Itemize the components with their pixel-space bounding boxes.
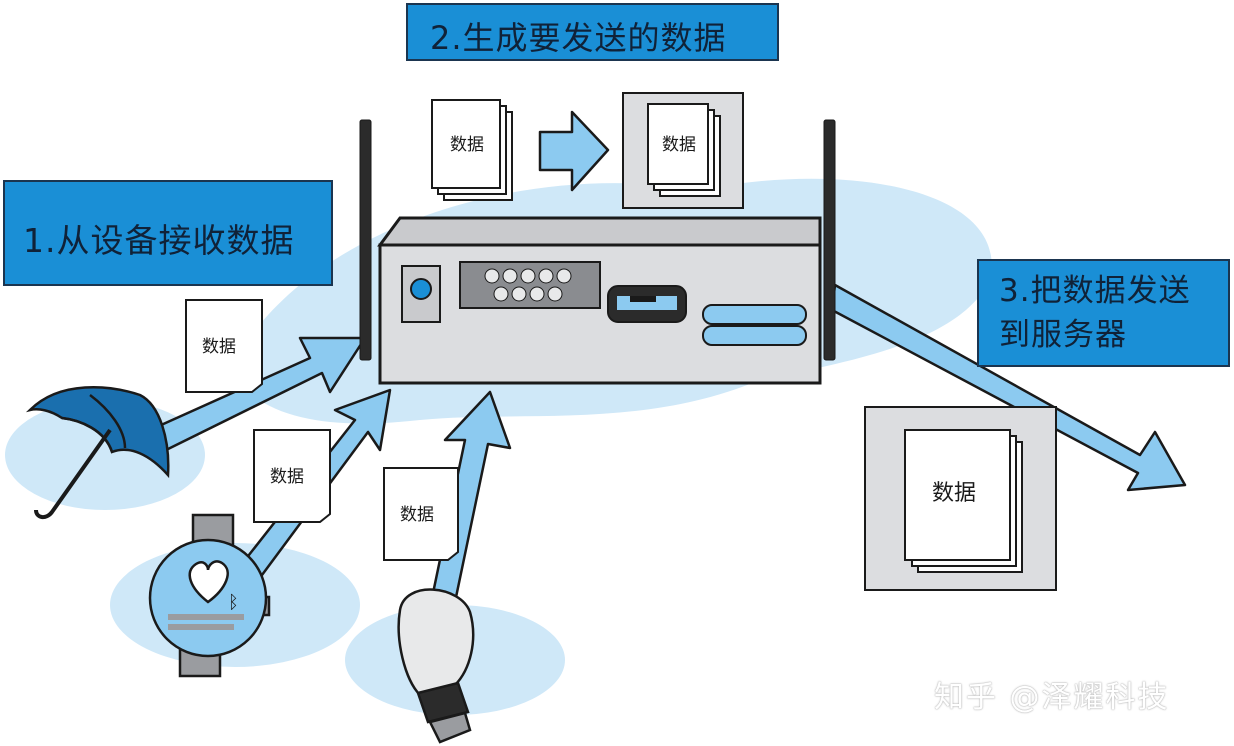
smartwatch-icon: ᛒ (148, 513, 271, 678)
doc-label-sent: 数据 (932, 481, 976, 506)
bluetooth-icon: ᛒ (228, 592, 239, 613)
processed-document-frame: 数据 (622, 92, 744, 209)
light-bulb-icon (397, 588, 475, 744)
doc-label-generated: 数据 (662, 135, 696, 155)
doc-label-bulb: 数据 (400, 505, 434, 525)
step-3-text-line1: 3.把数据发送 (999, 273, 1191, 309)
step-3-text-line2: 到服务器 (999, 317, 1127, 353)
doc-label-source: 数据 (450, 135, 484, 155)
gateway-device (377, 216, 822, 385)
ethernet-port-2 (702, 325, 807, 346)
ethernet-port-1 (702, 304, 807, 325)
arrow-generate (538, 110, 610, 192)
doc-label-umbrella: 数据 (202, 337, 236, 357)
document-icon: 数据 (253, 429, 331, 523)
heart-icon (188, 560, 229, 604)
document-icon: 数据 (185, 299, 263, 393)
doc-label-watch: 数据 (270, 467, 304, 487)
step-1-label: 1.从设备接收数据 (3, 180, 333, 286)
step-2-text: 2.生成要发送的数据 (430, 19, 727, 57)
document-icon: 数据 (383, 467, 459, 561)
step-1-text: 1.从设备接收数据 (23, 221, 295, 260)
watermark: 知乎 @泽耀科技 (934, 680, 1170, 715)
step-3-label: 3.把数据发送 到服务器 (977, 259, 1230, 367)
step-2-label: 2.生成要发送的数据 (406, 3, 779, 61)
sent-document-frame: 数据 (864, 406, 1057, 591)
document-icon: 数据 (431, 99, 513, 201)
antennas (359, 119, 836, 361)
arrow-to-server (830, 283, 1187, 492)
umbrella-icon (25, 386, 170, 519)
arrow-umbrella (148, 336, 367, 454)
